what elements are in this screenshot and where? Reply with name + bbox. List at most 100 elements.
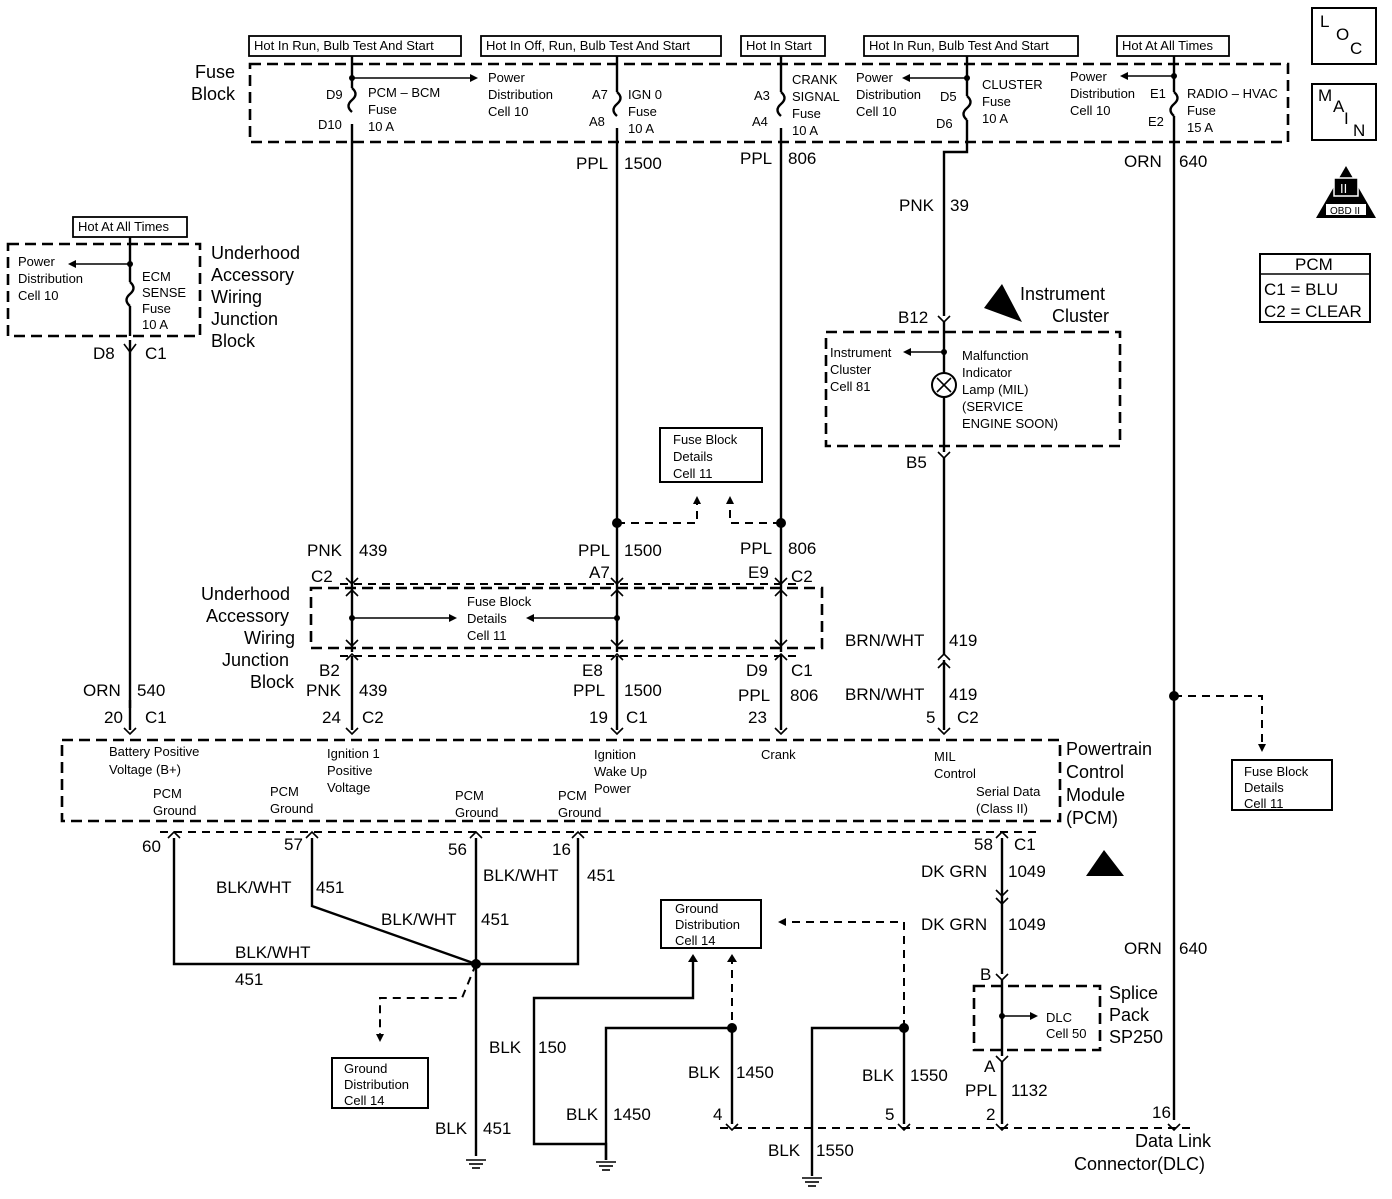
wire-orn-640-low-num: 640: [1179, 939, 1207, 958]
hot-labels: Hot In Run, Bulb Test And Start Hot In O…: [72, 35, 1230, 238]
pcm-ign1-l2: Positive: [327, 763, 373, 778]
pcm-gnd4-l1: PCM: [558, 788, 587, 803]
fuse-cluster-pin-bot: D6: [936, 116, 953, 131]
wire-blk-1450-a-num: 1450: [613, 1105, 651, 1124]
wire-blk-1450-a-color: BLK: [566, 1105, 599, 1124]
fuse-ref-center: Fuse Block Details Cell 11: [612, 427, 786, 528]
wire-brn-wht-419-a-color: BRN/WHT: [845, 631, 924, 650]
fuse-ign0-l2: Fuse: [628, 104, 657, 119]
pcm-ign1-l1: Ignition 1: [327, 746, 380, 761]
dlc-pin5: 5: [885, 1105, 894, 1124]
splice-pin-top: B: [980, 965, 991, 984]
wire-blk-1550-a-color: BLK: [862, 1066, 895, 1085]
pcm-bat-l2: Voltage (B+): [109, 762, 181, 777]
wire-ppl-1500-top-color: PPL: [576, 154, 608, 173]
cluster-ref-l3: Cell 81: [830, 379, 870, 394]
wire-pnk-39-num: 39: [950, 196, 969, 215]
wire-ppl-806-a-color: PPL: [740, 539, 772, 558]
fuse-radio-l1: RADIO – HVAC: [1187, 86, 1278, 101]
ground-ref-left-l3: Cell 14: [344, 1093, 384, 1108]
uh-mid-title-3: Wiring: [244, 628, 295, 648]
hot-all-times-uh: Hot At All Times: [78, 219, 170, 234]
pcm-module: 20 C1 24 C2 19 C1 23 5 C2 Battery Positi…: [60, 708, 1152, 876]
wire-pnk-439-a-color: PNK: [307, 541, 343, 560]
pcm-key-title: PCM: [1295, 255, 1333, 274]
splice-title-2: Pack: [1109, 1005, 1150, 1025]
fuse-pcm-bcm-l2: Fuse: [368, 102, 397, 117]
wire-blk-1450-b-color: BLK: [688, 1063, 721, 1082]
cluster-pin-out: B5: [906, 453, 927, 472]
wire-blk-wht-451-d-num: 451: [235, 970, 263, 989]
wire-orn-540-color: ORN: [83, 681, 121, 700]
wire-blk-451-color: BLK: [435, 1119, 468, 1138]
pcm-pin24-conn: C2: [362, 708, 384, 727]
fuse-crank-l1: CRANK: [792, 72, 838, 87]
wire-blk-wht-451-a-num: 451: [316, 878, 344, 897]
dlc-pin2: 2: [986, 1105, 995, 1124]
fuse-pcm-bcm-pin-top: D9: [326, 87, 343, 102]
pcm-pin23-num: 23: [748, 708, 767, 727]
uh-top-title-3: Wiring: [211, 287, 262, 307]
mil-l3: Lamp (MIL): [962, 382, 1028, 397]
fuse-radio-pin-top: E1: [1150, 86, 1166, 101]
uh-top-fuse-l1: ECM: [142, 269, 171, 284]
fuse-crank-l4: 10 A: [792, 123, 818, 138]
wire-pnk-439-b-num: 439: [359, 681, 387, 700]
main-letter-m: M: [1318, 86, 1332, 105]
pcm-gnd4-l2: Ground: [558, 805, 601, 820]
wire-blk-wht-451-b-num: 451: [587, 866, 615, 885]
splice-title-1: Splice: [1109, 983, 1158, 1003]
wire-ppl-1500-top-num: 1500: [624, 154, 662, 173]
loc-letter-c: C: [1350, 39, 1362, 58]
uh-top-title-1: Underhood: [211, 243, 300, 263]
wire-ppl-1132-color: PPL: [965, 1081, 997, 1100]
pwr-dist-1-l3: Cell 10: [488, 104, 528, 119]
fuse-crank-pin-top: A3: [754, 88, 770, 103]
pwr-dist-2-l1: Power: [856, 70, 894, 85]
wire-dk-grn-1049-b-color: DK GRN: [921, 915, 987, 934]
obd-ii-label: OBD II: [1330, 206, 1360, 217]
pcm-mil-l2: Control: [934, 766, 976, 781]
fuse-pcm-bcm-pin-bot: D10: [318, 117, 342, 132]
pcm-serial-l2: (Class II): [976, 801, 1028, 816]
pcm-gnd1-l2: Ground: [153, 803, 196, 818]
wire-blk-1450-b-num: 1450: [736, 1063, 774, 1082]
uh-top-pwr-l2: Distribution: [18, 271, 83, 286]
fuse-ref-center-l3: Cell 11: [673, 466, 713, 481]
uh-mid-d9: D9: [746, 661, 768, 680]
fuse-ign0-pin-top: A7: [592, 87, 608, 102]
wire-blk-1550-b-color: BLK: [768, 1141, 801, 1160]
wire-blk-wht-451-d-color: BLK/WHT: [235, 943, 311, 962]
pcm-pin16: 16: [552, 840, 571, 859]
fuse-cluster-l3: 10 A: [982, 111, 1008, 126]
main-letter-n: N: [1353, 121, 1365, 140]
loc-letter-l: L: [1320, 12, 1329, 31]
data-link-connector: 4 5 2 16 Data Link Connector(DLC): [713, 1103, 1212, 1174]
loc-letter-o: O: [1336, 25, 1349, 44]
pcm-wake-l2: Wake Up: [594, 764, 647, 779]
uh-top-fuse-l2: SENSE: [142, 285, 186, 300]
wire-blk-1550-b-num: 1550: [816, 1141, 854, 1160]
fuse-ref-center-l1: Fuse Block: [673, 432, 738, 447]
ground-ref-mid-l3: Cell 14: [675, 933, 715, 948]
uh-top-conn-id: C1: [145, 344, 167, 363]
wire-blk-150-num: 150: [538, 1038, 566, 1057]
dlc-pin16: 16: [1152, 1103, 1171, 1122]
wire-blk-1550-a-num: 1550: [910, 1066, 948, 1085]
fuse-radio-pin-bot: E2: [1148, 114, 1164, 129]
obd-ii-icon: II OBD II: [1316, 166, 1376, 218]
wire-brn-wht-419-b-color: BRN/WHT: [845, 685, 924, 704]
pcm-pin5-conn: C2: [957, 708, 979, 727]
wire-orn-640-top-color: ORN: [1124, 152, 1162, 171]
wire-brn-wht-419-b-num: 419: [949, 685, 977, 704]
wire-ppl-1500-a-color: PPL: [578, 541, 610, 560]
pcm-pin19-num: 19: [589, 708, 608, 727]
main-icon: M A I N: [1311, 83, 1377, 141]
fuse-ign0-l3: 10 A: [628, 121, 654, 136]
splice-ref-l1: DLC: [1046, 1010, 1072, 1025]
uh-top-conn-pin: D8: [93, 344, 115, 363]
pwr-dist-3-l1: Power: [1070, 69, 1108, 84]
fuse-ref-right: Fuse Block Details Cell 11: [1169, 691, 1333, 811]
wire-orn-640-top-num: 640: [1179, 152, 1207, 171]
